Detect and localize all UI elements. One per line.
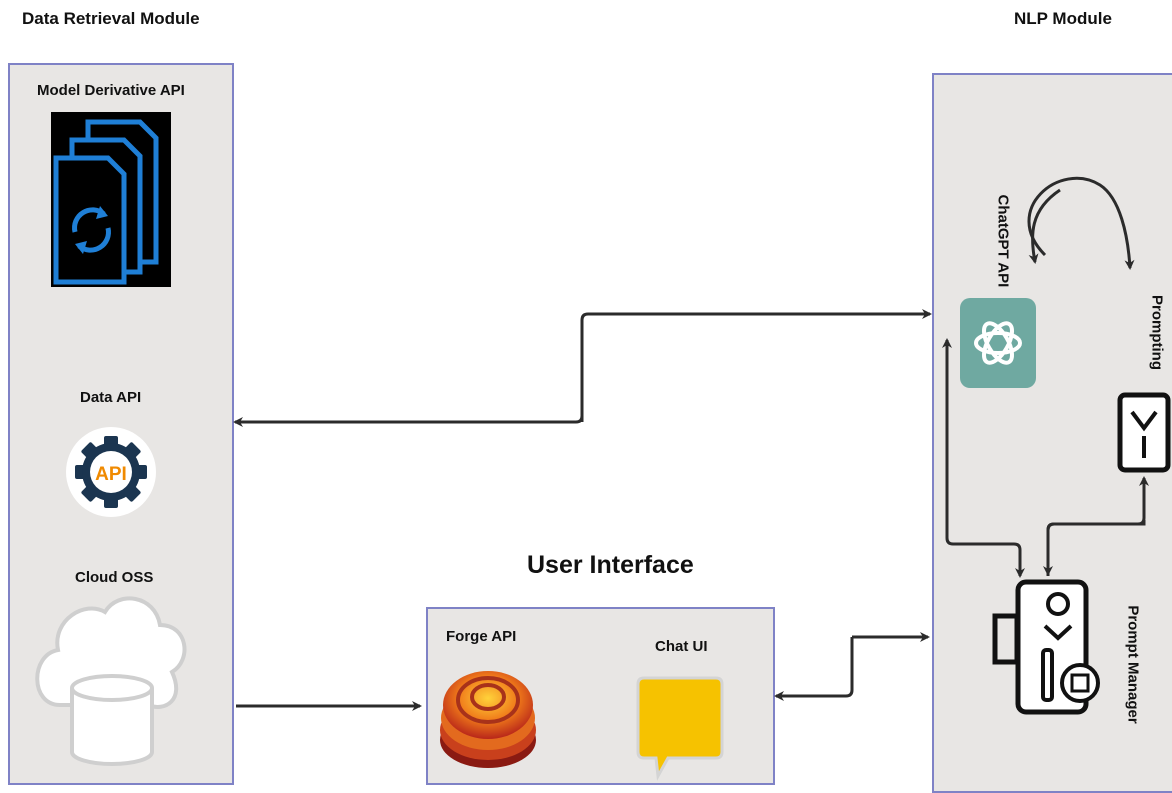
user-interface-title: User Interface (527, 551, 694, 579)
cloud-oss-label: Cloud OSS (75, 569, 154, 586)
data-retrieval-module-title: Data Retrieval Module (22, 9, 200, 28)
model-derivative-file-icon (51, 112, 171, 287)
model-derivative-api-label: Model Derivative API (37, 82, 185, 99)
arrow-prompting-to-manager (1043, 520, 1146, 576)
arrow-manager-to-prompting (1046, 476, 1149, 576)
arrow-chatgpt-to-manager (945, 380, 1025, 578)
nlp-module-title: NLP Module (1014, 9, 1112, 28)
arrow-chatgpt-to-prompting (1027, 176, 1135, 270)
chat-bubble-icon (636, 676, 724, 781)
arrow-prompting-to-chatgpt (1028, 188, 1061, 264)
api-badge-text: API (95, 464, 127, 485)
chatgpt-logo-icon (960, 298, 1036, 388)
arrow-to-nlp-top (580, 309, 932, 422)
arrow-to-chat-ui (774, 637, 854, 701)
cloud-storage-icon (35, 596, 187, 766)
forge-api-label: Forge API (446, 628, 517, 645)
prompt-manager-icon (992, 579, 1100, 715)
chat-ui-label: Chat UI (655, 638, 708, 655)
connectors (233, 176, 1149, 711)
prompting-icon (1117, 392, 1171, 473)
api-gear-icon: API (66, 427, 156, 517)
data-api-label: Data API (80, 389, 142, 406)
arrow-to-data-retrieval (233, 320, 584, 427)
forge-logo-icon (440, 671, 536, 768)
